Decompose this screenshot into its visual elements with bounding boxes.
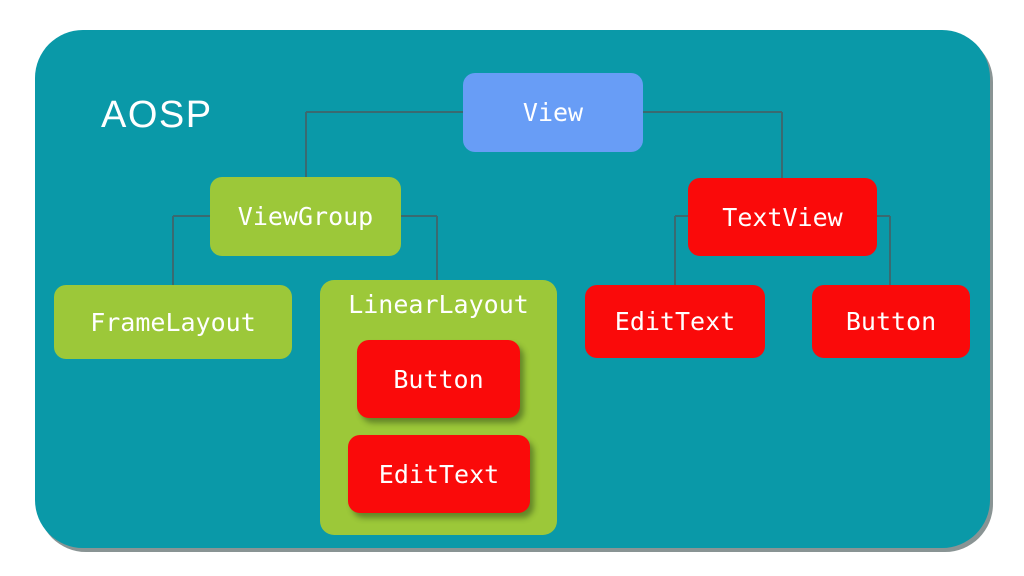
node-textview-label: TextView — [722, 202, 843, 232]
node-linearlayout-child-edittext-label: EditText — [378, 459, 500, 489]
page-title: AOSP — [101, 94, 213, 136]
node-button[interactable]: Button — [812, 285, 970, 358]
node-linearlayout-label: LinearLayout — [348, 290, 529, 319]
node-edittext-label: EditText — [614, 307, 736, 336]
node-linearlayout-child-button[interactable]: Button — [357, 340, 520, 418]
node-view-label: View — [522, 98, 584, 127]
node-viewgroup[interactable]: ViewGroup — [210, 177, 401, 256]
node-linearlayout-child-edittext[interactable]: EditText — [348, 435, 530, 513]
node-framelayout-label: FrameLayout — [90, 307, 256, 337]
node-view[interactable]: View — [463, 73, 643, 152]
node-viewgroup-label: ViewGroup — [237, 202, 374, 231]
node-framelayout[interactable]: FrameLayout — [54, 285, 292, 359]
node-button-label: Button — [845, 307, 937, 336]
node-linearlayout[interactable]: LinearLayout Button EditText — [320, 280, 557, 535]
node-linearlayout-child-button-label: Button — [393, 364, 484, 394]
node-textview[interactable]: TextView — [688, 178, 877, 256]
node-edittext[interactable]: EditText — [585, 285, 765, 358]
